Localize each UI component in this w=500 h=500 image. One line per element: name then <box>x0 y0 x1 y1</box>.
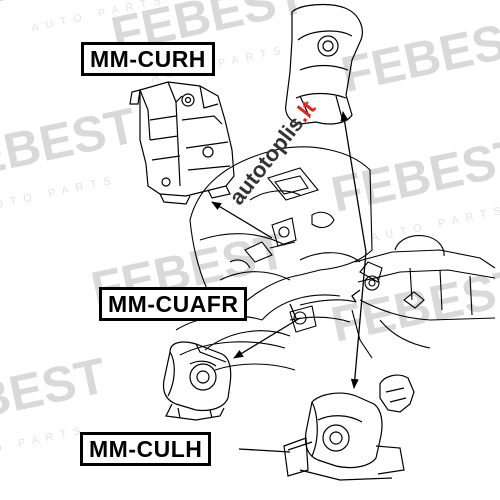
cuafr-part <box>162 341 232 421</box>
curh-part <box>129 81 235 205</box>
leader-lines <box>238 303 297 453</box>
center-mount <box>269 217 297 249</box>
engine-outline <box>175 146 373 371</box>
subframe <box>289 235 496 359</box>
culh-part <box>283 374 415 481</box>
callout-arrows <box>211 111 367 389</box>
part-label-curh: MM-CURH <box>81 42 215 76</box>
part-label-cuafr: MM-CUAFR <box>99 287 248 321</box>
part-label-culh: MM-CULH <box>80 432 212 466</box>
